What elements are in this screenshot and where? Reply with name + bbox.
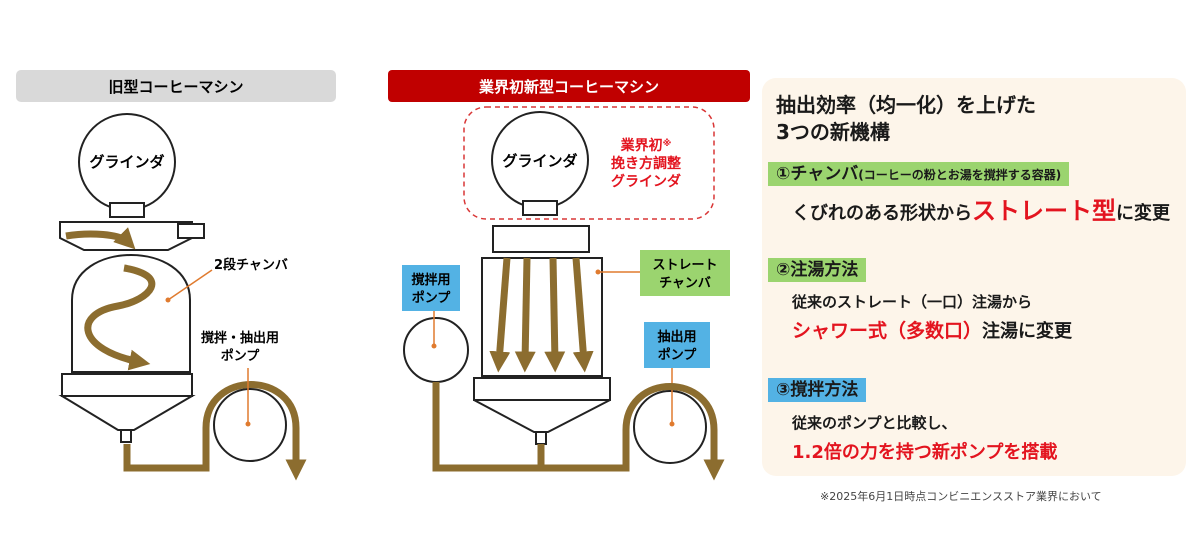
shower-flow-3 xyxy=(544,257,566,373)
feature2-line2-highlight: シャワー式（多数口） xyxy=(792,320,983,342)
new-stir-pump-label-2: ポンプ xyxy=(412,290,452,306)
new-grinder-note-1: 業界初 xyxy=(620,137,663,154)
feature2-line1: 従来のストレート（一口）注湯から xyxy=(792,293,1033,311)
old-machine: 旧型コーヒーマシン グラインダ 2段チャンバ 撹拌・抽出用 ポンプ xyxy=(16,70,336,481)
new-funnel xyxy=(473,399,611,433)
panel-title-line2: 3つの新機構 xyxy=(776,120,890,144)
old-flow-pipe xyxy=(123,381,307,481)
new-machine-header: 業界初新型コーヒーマシン xyxy=(478,78,659,96)
new-grinder-spout xyxy=(522,200,558,216)
new-grinder-note-3: グラインダ xyxy=(611,173,681,190)
new-extract-pump xyxy=(633,390,707,464)
new-grinder-note-mark: ※ xyxy=(663,138,672,149)
new-filter xyxy=(473,377,611,401)
old-pump-label-2: ポンプ xyxy=(221,348,261,364)
new-extract-pump-label-2: ポンプ xyxy=(658,347,698,363)
new-chamber-leader-dot xyxy=(595,269,601,275)
feature1-line: くびれのある形状からストレート型に変更 xyxy=(792,191,1170,226)
shower-flow-4 xyxy=(572,257,594,373)
new-extract-pump-label-bg xyxy=(644,322,710,368)
old-chamber-label: 2段チャンバ xyxy=(214,257,288,273)
new-stir-pump-label-bg xyxy=(402,265,460,311)
old-chamber-leader-dot xyxy=(165,297,171,303)
old-lower-chamber xyxy=(71,254,191,373)
new-grinder-label: グラインダ xyxy=(502,152,577,170)
old-funnel xyxy=(58,395,196,431)
new-stir-pump xyxy=(403,317,469,383)
feature3-tag: ③撹拌方法 xyxy=(768,378,867,402)
old-pump-label-1: 撹拌・抽出用 xyxy=(201,330,279,346)
new-extract-pump-label-1: 抽出用 xyxy=(657,329,696,345)
new-machine-header-bg xyxy=(388,70,750,102)
feature1-tag: ①チャンバ(コーヒーの粉とお湯を撹拌する容器) xyxy=(768,162,1070,186)
old-swirl-flow xyxy=(84,264,156,371)
feature2-tag: ②注湯方法 xyxy=(768,258,867,282)
new-grinder-note-2: 挽き方調整 xyxy=(611,155,682,172)
feature3-line1: 従来のポンプと比較し、 xyxy=(792,414,957,432)
feature2-line2-post: 注湯に変更 xyxy=(982,321,1073,342)
new-funnel-spout xyxy=(535,431,547,445)
new-machine: 業界初新型コーヒーマシン グラインダ 業界初※ 挽き方調整 グラインダ 撹拌用 … xyxy=(388,70,750,481)
shower-flow-2 xyxy=(514,257,536,373)
new-grinder-note-line1: 業界初※ xyxy=(620,137,672,154)
old-funnel-spout xyxy=(120,429,132,443)
new-grinder-highlight xyxy=(463,106,715,220)
feature1-tag-note: (コーヒーの粉とお湯を撹拌する容器) xyxy=(858,168,1062,182)
feature3-line2-highlight: 1.2倍の力を持つ新ポンプを搭載 xyxy=(792,442,1058,463)
old-filter xyxy=(61,373,193,397)
new-shower-head xyxy=(492,225,590,253)
footnote: ※2025年6月1日時点コンビニエンスストア業界において xyxy=(820,490,1102,503)
old-machine-header: 旧型コーヒーマシン xyxy=(108,78,243,96)
new-chamber-label-2: チャンバ xyxy=(659,276,711,291)
old-grinder-spout xyxy=(109,202,145,218)
feature1-line-pre: くびれのある形状から xyxy=(792,203,972,224)
panel-title: 抽出効率（均一化）を上げた 3つの新機構 xyxy=(776,92,1176,146)
new-flow-pipe xyxy=(432,382,725,481)
old-grinder-label: グラインダ xyxy=(89,153,164,171)
old-upper-flow xyxy=(65,227,136,250)
new-chamber-label-1: ストレート xyxy=(652,258,717,273)
feature1-line-highlight: ストレート型 xyxy=(972,197,1116,225)
old-machine-header-bg xyxy=(16,70,336,102)
new-stir-pump-label-1: 撹拌用 xyxy=(411,272,450,288)
shower-flows xyxy=(489,257,594,373)
old-chamber-nozzle xyxy=(177,223,205,239)
feature1-tag-label: ①チャンバ xyxy=(776,164,859,184)
feature1-line-post: に変更 xyxy=(1116,203,1170,224)
shower-flow-1 xyxy=(489,257,511,373)
old-chamber-leader xyxy=(167,269,213,301)
feature2-line2: シャワー式（多数口）注湯に変更 xyxy=(792,316,1072,343)
new-chamber-label-bg xyxy=(640,250,730,296)
panel-title-line1: 抽出効率（均一化）を上げた xyxy=(776,93,1036,117)
